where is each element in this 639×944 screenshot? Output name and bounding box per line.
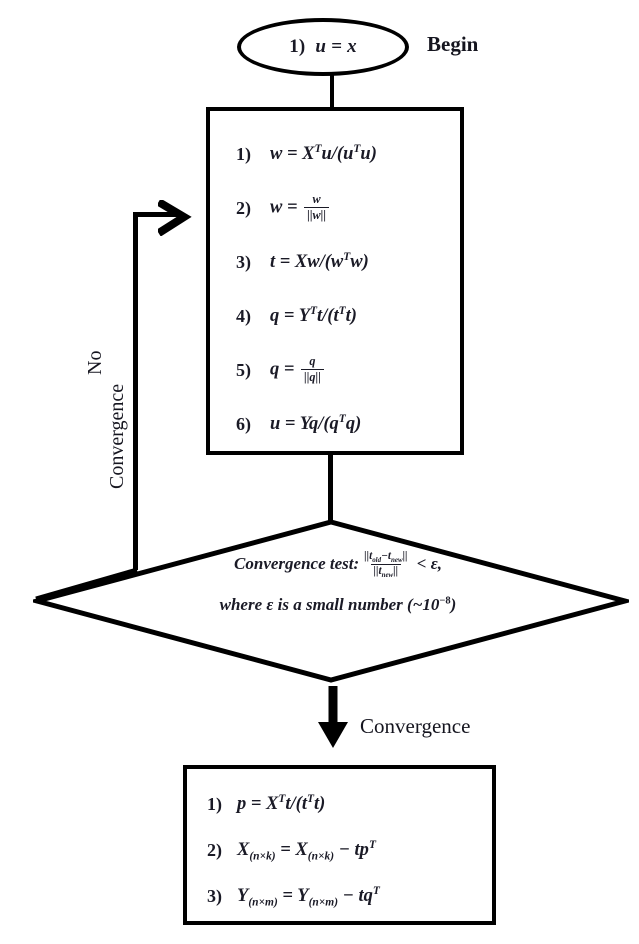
loop-edge-vertical bbox=[133, 212, 138, 570]
fraction-convergence-ratio: ||told−tnew|| ||tnew|| bbox=[364, 550, 408, 579]
decision-label-prefix: Convergence test: bbox=[234, 554, 360, 574]
process-step-3: 3) t = Xw/(wTw) bbox=[210, 235, 460, 289]
decision-diamond-node bbox=[33, 518, 629, 684]
final-step-2: 2) X(n×k) = X(n×k) − tpT bbox=[187, 827, 492, 873]
begin-terminator-node: 1) u = x bbox=[237, 18, 409, 76]
process-step-1-index: 1) bbox=[236, 143, 251, 164]
process-step-4-equation: q = YTt/(tTt) bbox=[270, 304, 357, 326]
begin-equation: 1) u = x bbox=[289, 36, 357, 57]
final-step-1-index: 1) bbox=[207, 793, 222, 814]
process-step-6-index: 6) bbox=[236, 413, 251, 434]
process-step-4: 4) q = YTt/(tTt) bbox=[210, 289, 460, 343]
final-step-1-equation: p = XTt/(tTt) bbox=[237, 792, 326, 814]
loop-label-convergence: Convergence bbox=[106, 383, 128, 489]
begin-label: Begin bbox=[427, 32, 479, 56]
process-step-2-equation: w = w ||w|| bbox=[270, 192, 331, 223]
diamond-shape-icon bbox=[33, 519, 629, 683]
process-step-1-equation: w = XTu/(uTu) bbox=[270, 142, 377, 164]
final-step-2-equation: X(n×k) = X(n×k) − tpT bbox=[237, 838, 376, 863]
process-step-5-equation: q = q ||q|| bbox=[270, 354, 326, 385]
process-step-5-index: 5) bbox=[236, 359, 251, 380]
process-step-3-equation: t = Xw/(wTw) bbox=[270, 250, 369, 272]
loop-edge-diagonal bbox=[34, 566, 139, 602]
final-step-2-index: 2) bbox=[207, 839, 222, 860]
exit-arrow-icon bbox=[315, 686, 351, 750]
final-step-3: 3) Y(n×m) = Y(n×m) − tqT bbox=[187, 873, 492, 919]
decision-line-1: Convergence test: ||told−tnew|| ||tnew||… bbox=[234, 550, 442, 579]
final-step-1: 1) p = XTt/(tTt) bbox=[187, 781, 492, 827]
final-step-3-equation: Y(n×m) = Y(n×m) − tqT bbox=[237, 884, 380, 909]
process-box: 1) w = XTu/(uTu) 2) w = w ||w|| 3) t = X… bbox=[206, 107, 464, 455]
loop-label-no: No bbox=[84, 350, 106, 375]
final-step-3-index: 3) bbox=[207, 885, 222, 906]
process-step-2: 2) w = w ||w|| bbox=[210, 181, 460, 235]
exit-label-convergence: Convergence bbox=[360, 714, 471, 738]
process-step-2-index: 2) bbox=[236, 197, 251, 218]
connector-begin-to-process bbox=[330, 74, 334, 108]
begin-step-index: 1) bbox=[289, 36, 306, 57]
process-step-4-index: 4) bbox=[236, 305, 251, 326]
fraction-q-norm: q ||q|| bbox=[301, 354, 324, 384]
decision-line-2: where ε is a small number (~10−8) bbox=[219, 594, 457, 614]
decision-text: Convergence test: ||told−tnew|| ||tnew||… bbox=[140, 550, 536, 615]
process-step-6-equation: u = Yq/(qTq) bbox=[270, 412, 362, 434]
final-output-box: 1) p = XTt/(tTt) 2) X(n×k) = X(n×k) − tp… bbox=[183, 765, 496, 925]
process-step-6: 6) u = Yq/(qTq) bbox=[210, 397, 460, 451]
connector-process-to-decision bbox=[328, 453, 333, 523]
process-step-5: 5) q = q ||q|| bbox=[210, 343, 460, 397]
fraction-w-norm: w ||w|| bbox=[304, 192, 330, 222]
process-step-3-index: 3) bbox=[236, 251, 251, 272]
loop-edge-horizontal bbox=[133, 212, 178, 217]
process-step-1: 1) w = XTu/(uTu) bbox=[210, 127, 460, 181]
